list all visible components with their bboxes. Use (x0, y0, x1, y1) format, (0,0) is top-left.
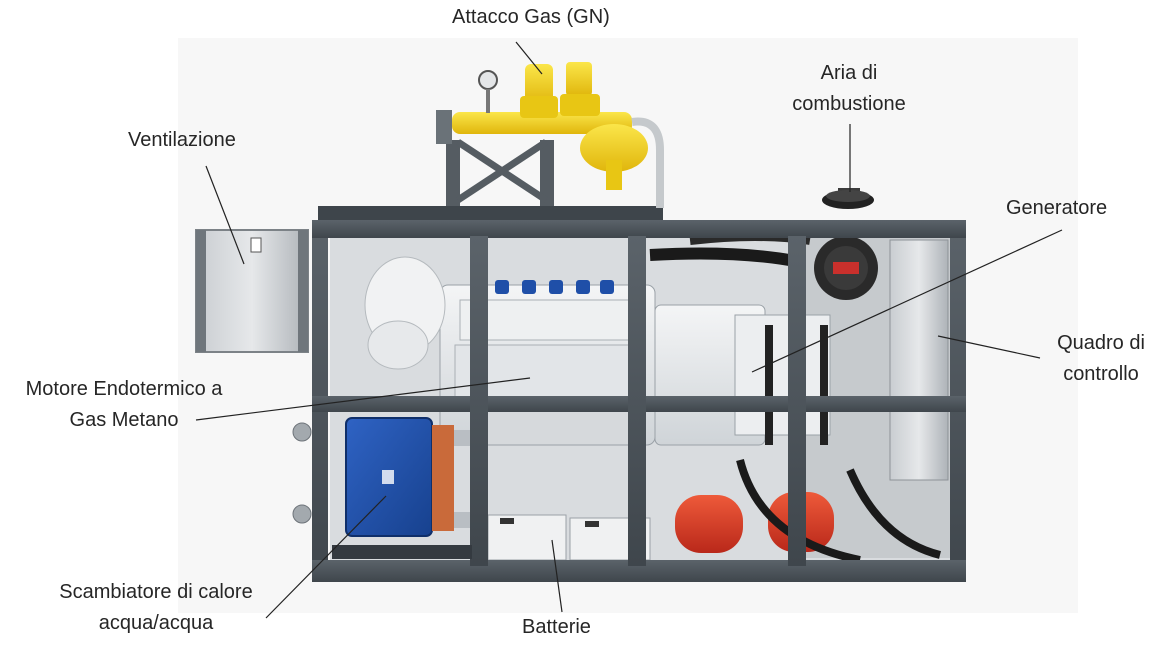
leader-control-panel (937, 335, 1041, 359)
gas-train (436, 62, 664, 208)
leader-exchanger (265, 495, 387, 619)
leader-generator (751, 229, 1063, 373)
label-control-panel: Quadro di controllo (1044, 328, 1158, 390)
label-heat-exchanger-line2: acqua/acqua (98, 612, 214, 634)
leader-gas (515, 41, 543, 75)
leader-lines (195, 41, 1063, 619)
top-plate (318, 206, 663, 220)
label-control-panel-line2: controllo (1063, 363, 1139, 385)
control-panel (889, 239, 949, 481)
label-gas-connection-text: Attacco Gas (GN) (452, 6, 610, 28)
label-heat-exchanger-line1: Scambiatore di calore (59, 581, 253, 603)
label-heat-exchanger: Scambiatore di calore acqua/acqua (40, 577, 272, 639)
label-engine: Motore Endotermico a Gas Metano (4, 374, 244, 436)
radiator-fan (814, 236, 878, 300)
label-gas-connection: Attacco Gas (GN) (452, 2, 610, 33)
steel-frame (312, 220, 966, 582)
label-combustion-air: Aria di combustione (775, 58, 923, 120)
label-batteries: Batterie (522, 612, 591, 643)
label-batteries-text: Batterie (522, 616, 591, 638)
label-generator-text: Generatore (1006, 197, 1108, 219)
label-generator: Generatore (1006, 193, 1107, 224)
label-engine-line2: Gas Metano (69, 409, 179, 431)
label-engine-line1: Motore Endotermico a (25, 378, 223, 400)
label-combustion-air-line1: Aria di (820, 62, 878, 84)
leader-engine (195, 377, 531, 421)
leader-batteries (551, 539, 563, 613)
label-ventilation: Ventilazione (128, 125, 236, 156)
combustion-air-intake (822, 188, 874, 209)
label-control-panel-line1: Quadro di (1057, 332, 1145, 354)
heat-exchanger (345, 417, 472, 537)
leader-ventilation (205, 165, 245, 265)
label-ventilation-text: Ventilazione (128, 129, 236, 151)
ventilation-duct (195, 229, 309, 353)
label-combustion-air-line2: combustione (792, 93, 906, 115)
